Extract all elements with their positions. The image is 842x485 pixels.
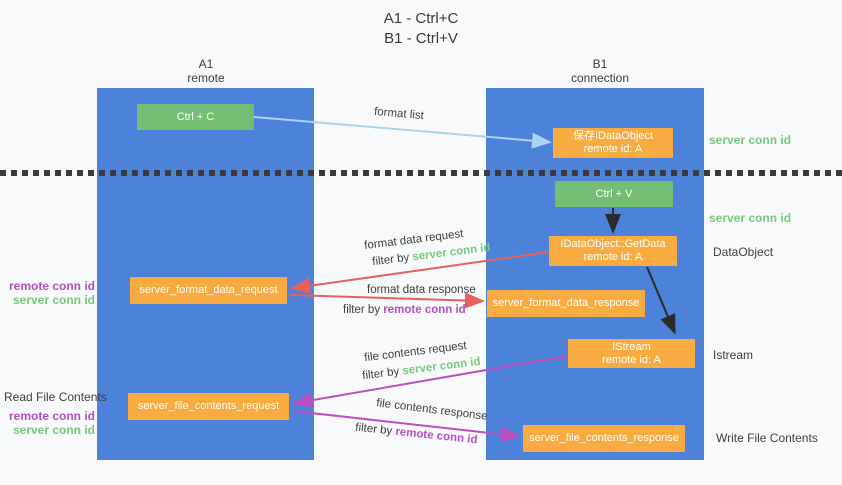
lane-a1-subtitle: remote (187, 71, 225, 85)
lane-header-a1: A1 remote (156, 57, 256, 85)
istream-line2: remote id: A (602, 353, 661, 366)
lane-a1-name: A1 (198, 57, 214, 71)
annotation-server-conn-id-top: server conn id (709, 133, 792, 147)
remote-conn-id-text-2: remote conn id (394, 425, 479, 447)
node-server-file-contents-response: server_file_contents_response (523, 425, 685, 452)
node-ctrl-v: Ctrl + V (555, 181, 673, 207)
node-ctrl-v-label: Ctrl + V (595, 187, 633, 200)
annotation-remote-conn-id-mid: remote conn id (8, 279, 95, 293)
getdata-line2: remote id: A (583, 251, 643, 263)
node-file-request-label: server_file_contents_request (137, 400, 280, 412)
node-format-response-label: server_format_data_response (492, 297, 640, 309)
save-idataobject-line1: 保存IDataObject (572, 130, 654, 142)
edge-label-filter-remote-2: filter by remote conn id (355, 422, 478, 447)
server-conn-id-text-2: server conn id (401, 355, 482, 378)
annotation-server-conn-id-mid: server conn id (709, 211, 792, 225)
annotation-server-conn-id-bottom: server conn id (12, 423, 95, 437)
annotation-read-file-contents: Read File Contents (4, 390, 107, 404)
edge-label-format-list: format list (373, 105, 425, 123)
diagram-title: A1 - Ctrl+C B1 - Ctrl+V (0, 9, 842, 49)
node-server-format-data-response: server_format_data_response (487, 290, 645, 317)
filter-by-text-3: filter by (361, 365, 400, 383)
node-idataobject-getdata: IDataObject::GetData remote id: A (549, 236, 677, 266)
node-save-idataobject: 保存IDataObject remote id: A (553, 128, 673, 158)
node-format-request-label: server_format_data_request (139, 284, 278, 296)
title-line-2: B1 - Ctrl+V (384, 30, 458, 47)
server-conn-id-text-1: server conn id (411, 241, 492, 264)
node-istream: IStream remote id: A (568, 339, 695, 368)
filter-by-text-4: filter by (354, 421, 393, 438)
annotation-remote-conn-id-bottom: remote conn id (8, 409, 95, 423)
remote-conn-id-text-1: remote conn id (383, 304, 466, 316)
save-idataobject-line2: remote id: A (583, 143, 643, 155)
machine-separator-line (0, 170, 842, 176)
getdata-line1: IDataObject::GetData (560, 238, 666, 250)
edge-label-format-data-response: format data response (367, 284, 476, 296)
edge-label-filter-remote-1: filter by remote conn id (343, 304, 466, 316)
istream-line1: IStream (612, 340, 651, 353)
node-ctrl-c: Ctrl + C (137, 104, 254, 130)
node-server-format-data-request: server_format_data_request (130, 277, 287, 304)
filter-by-text-1: filter by (371, 251, 410, 269)
annotation-dataobject: DataObject (713, 245, 774, 259)
title-line-1: A1 - Ctrl+C (383, 10, 459, 27)
lane-b1-subtitle: connection (570, 71, 630, 85)
node-file-response-label: server_file_contents_response (529, 432, 679, 444)
edge-label-file-contents-response: file contents response (375, 397, 489, 423)
node-save-idataobject-label: 保存IDataObject remote id: A (573, 130, 653, 156)
node-ctrl-c-label: Ctrl + C (176, 110, 215, 123)
lane-b1-name: B1 (592, 57, 608, 71)
annotation-istream: Istream (713, 348, 754, 362)
filter-by-text-2: filter by (343, 304, 381, 316)
node-istream-label: IStream remote id: A (602, 341, 661, 367)
annotation-server-conn-id-mid-left: server conn id (12, 293, 95, 307)
annotation-write-file-contents: Write File Contents (716, 431, 818, 445)
node-getdata-label: IDataObject::GetData remote id: A (560, 238, 665, 264)
node-server-file-contents-request: server_file_contents_request (128, 393, 289, 420)
lane-header-b1: B1 connection (550, 57, 650, 85)
